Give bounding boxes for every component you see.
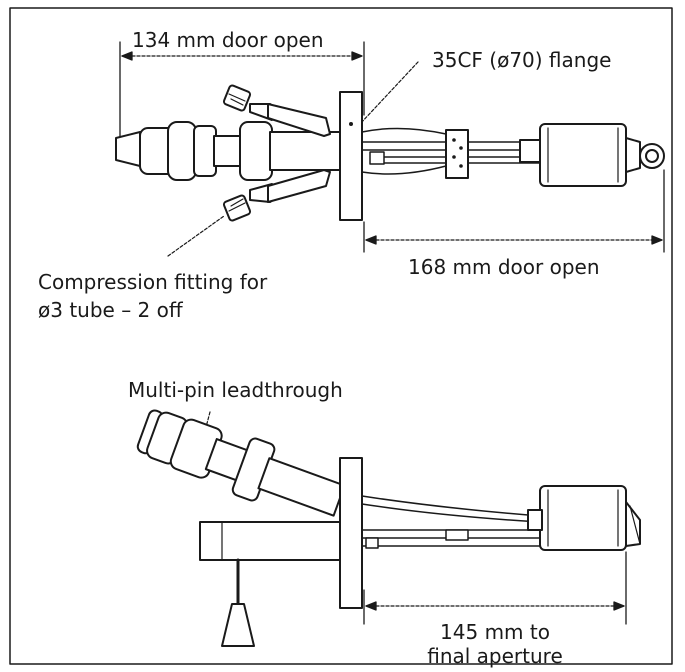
bottom-housing bbox=[539, 485, 627, 551]
compression-leader bbox=[167, 215, 225, 257]
top-housing bbox=[539, 123, 627, 187]
top-nose bbox=[115, 131, 141, 167]
flange-leader bbox=[359, 61, 419, 125]
label-compression-fitting-line1: Compression fitting for bbox=[38, 270, 268, 294]
frame-border bbox=[9, 7, 673, 665]
label-168-mm-door-open: 168 mm door open bbox=[408, 255, 600, 279]
label-flange: 35CF (ø70) flange bbox=[432, 48, 612, 72]
bottom-arm bbox=[199, 521, 343, 561]
top-tube-2 bbox=[269, 131, 341, 171]
top-block bbox=[445, 129, 469, 179]
top-fitting-lower bbox=[222, 169, 331, 222]
bottom-rods bbox=[361, 495, 541, 549]
label-145-mm-line1: 145 mm to bbox=[440, 620, 550, 644]
bottom-handle-knob bbox=[221, 603, 255, 647]
bottom-leadthrough bbox=[136, 409, 346, 517]
top-flange bbox=[339, 91, 363, 221]
bottom-view bbox=[136, 409, 641, 647]
dim-134-line bbox=[119, 41, 365, 149]
top-leadthrough-c bbox=[193, 125, 217, 177]
top-fitting-upper bbox=[222, 84, 331, 137]
top-tube bbox=[213, 135, 243, 167]
label-145-mm-line2: final aperture bbox=[427, 644, 563, 668]
top-view bbox=[115, 41, 665, 257]
label-134-mm-door-open: 134 mm door open bbox=[132, 28, 324, 52]
dim-168-line bbox=[363, 169, 665, 253]
top-collar bbox=[239, 121, 273, 181]
label-multi-pin-leadthrough: Multi-pin leadthrough bbox=[128, 378, 343, 402]
top-leadthrough-b bbox=[167, 121, 197, 181]
bottom-flange bbox=[339, 457, 363, 609]
dim-145-line bbox=[363, 551, 627, 625]
label-compression-fitting-line2: ø3 tube – 2 off bbox=[38, 298, 183, 322]
